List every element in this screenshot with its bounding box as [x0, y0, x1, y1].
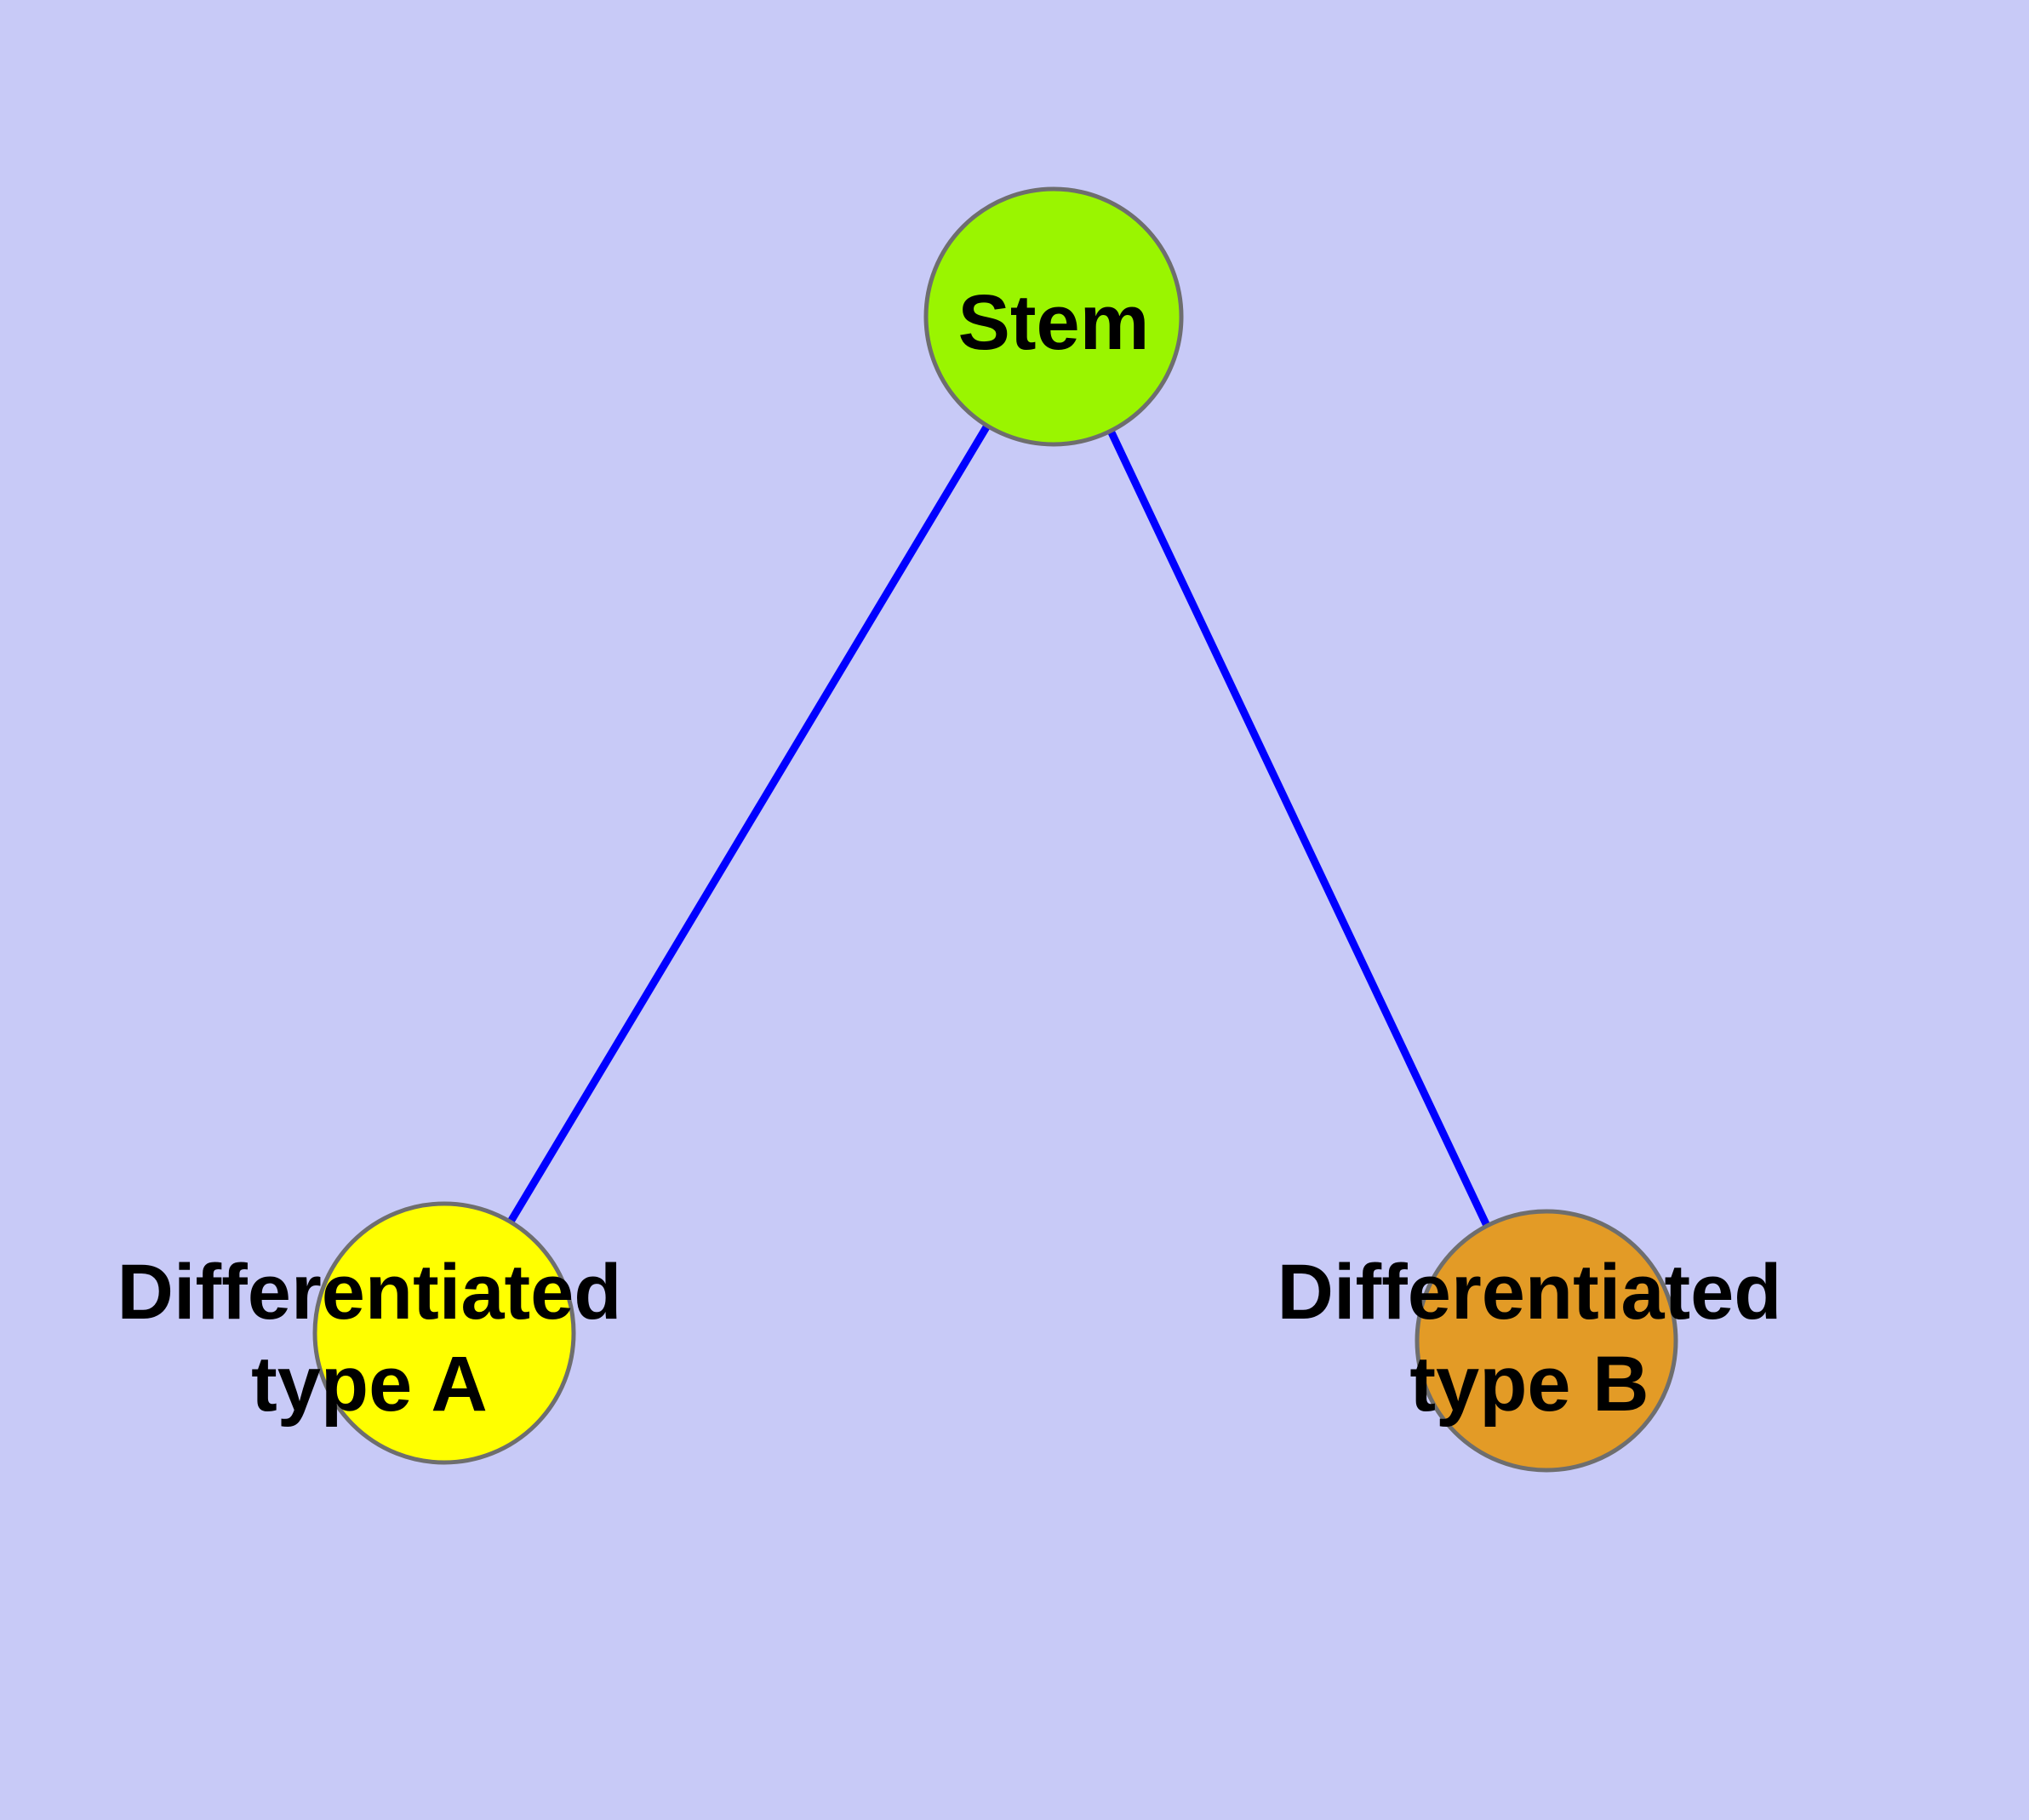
node-circle-diff-type-b[interactable]	[1415, 1209, 1678, 1473]
edges-layer	[507, 423, 1492, 1229]
node-circle-stem[interactable]	[923, 186, 1184, 447]
node-label-diff-type-a-line-1: Differentiated	[117, 1249, 622, 1336]
node-circle-diff-type-a[interactable]	[312, 1201, 576, 1465]
node-stem[interactable]: Stem	[923, 186, 1184, 447]
edge-stem-to-type-b	[1106, 429, 1492, 1229]
edge-stem-to-type-a	[507, 423, 991, 1224]
node-label-diff-type-b-line-1: Differentiated	[1277, 1249, 1782, 1336]
node-label-diff-type-a-line-2: type A	[251, 1341, 488, 1428]
node-label-diff-type-b-line-2: type B	[1409, 1341, 1649, 1428]
node-label-stem-line-1: Stem	[958, 279, 1150, 366]
